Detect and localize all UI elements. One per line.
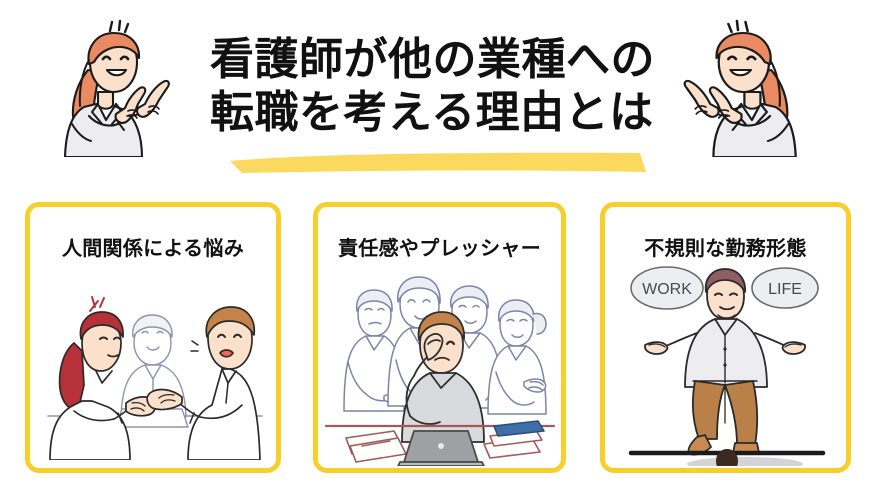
card-human-relations[interactable]: 人間関係による悩み: [25, 202, 281, 473]
card-irregular-shifts-title: 不規則な勤務形態: [644, 238, 807, 260]
workplace-argument-illustration: [30, 285, 276, 460]
page-title-line-1: 看護師が他の業種への: [210, 35, 655, 84]
page-title-line-2: 転職を考える理由とは: [210, 88, 654, 137]
header-section: 看護師が他の業種への 転職を考える理由とは: [0, 0, 880, 190]
pointing-woman-left-illustration: [32, 12, 177, 157]
work-life-balance-svg: WORK LIFE: [628, 266, 826, 466]
pressure-at-desk-illustration: [318, 266, 561, 466]
card-human-relations-title: 人間関係による悩み: [61, 238, 245, 260]
pointing-woman-left-svg: [63, 19, 170, 157]
card-responsibility-pressure-title: 責任感やプレッシャー: [338, 238, 541, 260]
brush-stroke-svg: [230, 152, 646, 173]
workplace-argument-svg: [47, 296, 263, 460]
page-title: 看護師が他の業種への 転職を考える理由とは: [210, 33, 680, 139]
reason-cards-row: 人間関係による悩み: [0, 202, 880, 482]
pointing-woman-right-illustration: [676, 12, 831, 157]
card-irregular-shifts[interactable]: 不規則な勤務形態 WORK LIFE: [600, 202, 851, 473]
yellow-brush-underline: [228, 152, 648, 174]
pressure-at-desk-svg: [324, 276, 556, 466]
work-bubble-label: WORK: [642, 281, 692, 298]
work-life-balance-illustration: WORK LIFE: [605, 261, 846, 466]
card-responsibility-pressure[interactable]: 責任感やプレッシャー: [313, 202, 566, 473]
pointing-woman-right-svg: [683, 19, 797, 157]
life-bubble-label: LIFE: [768, 281, 802, 298]
